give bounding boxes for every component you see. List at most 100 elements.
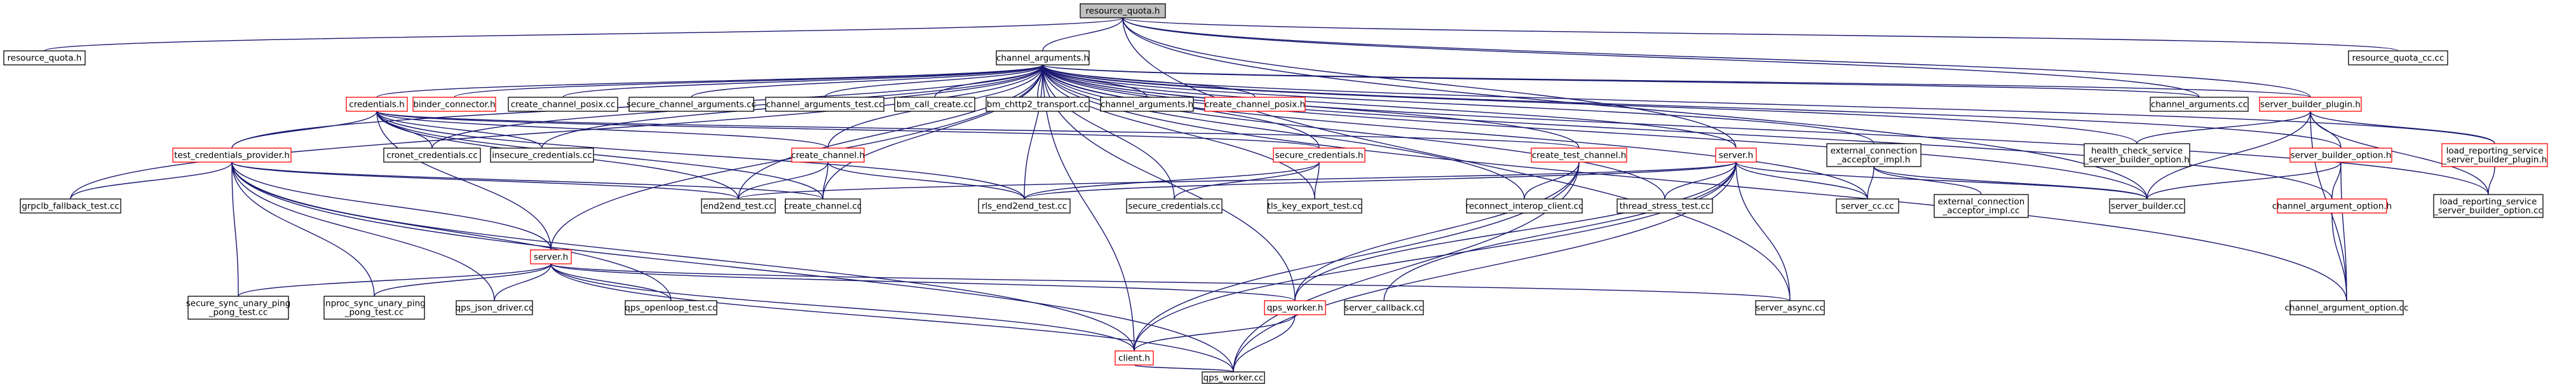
dependency-edge <box>229 156 239 297</box>
node-box <box>172 147 292 163</box>
graph-node[interactable]: external_connection_acceptor_impl.cc <box>1934 194 2029 218</box>
graph-node[interactable]: secure_sync_unary_ping_pong_test.cc <box>186 296 291 320</box>
graph-node[interactable]: binder_connector.h <box>412 97 496 112</box>
graph-node[interactable]: channel_arguments.cc <box>2150 97 2249 112</box>
dependency-edge <box>738 59 1046 200</box>
dependency-edge <box>44 12 1126 51</box>
graph-node[interactable]: end2end_test.cc <box>701 198 776 214</box>
dependency-edge <box>229 156 1135 352</box>
graph-node[interactable]: channel_arguments.h <box>996 50 1090 65</box>
graph-node[interactable]: create_test_channel.h <box>1531 147 1627 163</box>
graph-node[interactable]: channel_arguments_test.cc <box>765 97 885 112</box>
dependency-edge <box>70 156 235 200</box>
node-label: end2end_test.cc <box>703 202 773 212</box>
graph-node[interactable]: insecure_credentials.cc <box>490 147 594 163</box>
dependency-edge <box>2146 106 2314 200</box>
graph-node[interactable]: channel_arguments.h <box>1100 97 1194 112</box>
graph-node[interactable]: secure_channel_arguments.cc <box>627 97 756 112</box>
graph-node[interactable]: server_builder_plugin.h <box>2259 97 2362 112</box>
node-box <box>412 97 496 112</box>
node-label: server.h <box>1719 151 1753 161</box>
graph-node[interactable]: qps_worker.cc <box>1202 371 1265 384</box>
graph-node[interactable]: inproc_sync_unary_ping_pong_test.cc <box>323 296 426 320</box>
graph-node[interactable]: channel_argument_option.h <box>2272 198 2392 214</box>
dependency-edge <box>1024 156 1322 200</box>
dependency-edge <box>374 106 1025 200</box>
node-box <box>2289 147 2392 163</box>
graph-node[interactable]: create_channel_posix.cc <box>508 97 618 112</box>
node-label: create_channel_posix.cc <box>511 100 616 110</box>
graph-node[interactable]: channel_argument_option.cc <box>2285 300 2409 315</box>
graph-node[interactable]: resource_quota_cc.cc <box>2348 50 2448 65</box>
dependency-edge <box>1314 156 1322 200</box>
dependency-edge <box>374 106 543 149</box>
graph-node[interactable]: load_reporting_service_server_builder_pl… <box>2441 143 2548 167</box>
graph-node[interactable]: bm_call_create.cc <box>894 97 975 112</box>
graph-node[interactable]: thread_stress_test.cc <box>1617 198 1713 214</box>
dependency-edge <box>229 156 824 200</box>
graph-node[interactable]: create_channel_posix.h <box>1204 97 1306 112</box>
graph-node[interactable]: credentials.h <box>346 97 408 112</box>
graph-node[interactable]: server_callback.cc <box>1344 300 1424 315</box>
node-box <box>996 50 1090 65</box>
node-label: create_channel.h <box>791 151 865 161</box>
graph-node[interactable]: external_connection_acceptor_impl.h <box>1826 143 1922 167</box>
graph-node[interactable]: cronet_credentials.cc <box>383 147 481 163</box>
node-box <box>2441 143 2548 167</box>
graph-node[interactable]: grpclb_fallback_test.cc <box>20 198 121 214</box>
dependency-edge <box>1120 12 2311 98</box>
node-label: server_builder_plugin.h <box>2260 100 2361 110</box>
node-label: _pong_test.cc <box>344 308 404 318</box>
dependency-edge <box>1040 59 1525 200</box>
dependency-edge <box>1664 156 1739 200</box>
graph-node[interactable]: create_channel.cc <box>784 198 862 214</box>
graph-node[interactable]: rls_end2end_test.cc <box>978 198 1071 214</box>
node-box <box>1202 371 1265 384</box>
graph-node[interactable]: health_check_service_server_builder_opti… <box>2084 143 2190 167</box>
graph-node[interactable]: qps_openloop_test.cc <box>625 300 717 315</box>
dependency-edge <box>1120 12 1737 149</box>
graph-node[interactable]: reconnect_interop_client.cc <box>1465 198 1583 214</box>
graph-node[interactable]: tls_key_export_test.cc <box>1267 198 1362 214</box>
node-box <box>791 147 865 163</box>
dependency-edge <box>1120 12 2399 51</box>
graph-node[interactable]: server.h <box>1715 147 1757 163</box>
dependency-edge <box>548 258 672 301</box>
dependency-edge <box>1733 156 1791 301</box>
graph-node[interactable]: test_credentials_provider.h <box>172 147 292 163</box>
graph-node[interactable]: server_cc.cc <box>1836 198 1899 214</box>
node-box <box>2259 97 2362 112</box>
node-label: credentials.h <box>349 100 404 110</box>
dependency-edge <box>229 156 552 250</box>
node-box <box>1100 97 1194 112</box>
node-box <box>1204 97 1306 112</box>
graph-node[interactable]: bm_chttp2_transport.cc <box>986 97 1090 112</box>
node-label: create_channel_posix.h <box>1205 100 1305 110</box>
graph-node[interactable]: server.h <box>530 249 572 264</box>
dependency-edge <box>1040 59 1874 144</box>
graph-node[interactable]: server_builder.cc <box>2109 198 2185 214</box>
node-box <box>187 296 289 320</box>
graph-node[interactable]: client.h <box>1115 350 1154 366</box>
dependency-edge <box>454 59 1046 98</box>
graph-node[interactable]: server_async.cc <box>1755 300 1825 315</box>
dependency-edge <box>738 156 1739 200</box>
node-label: cronet_credentials.cc <box>386 151 478 161</box>
dependency-edge <box>1134 156 1739 352</box>
graph-node[interactable]: load_reporting_service_server_builder_op… <box>2433 194 2544 218</box>
graph-node[interactable]: secure_credentials.cc <box>1126 198 1223 214</box>
node-label: server_callback.cc <box>1345 303 1423 313</box>
graph-node[interactable]: qps_worker.h <box>1264 300 1326 315</box>
graph-node[interactable]: resource_quota.h <box>3 50 86 65</box>
node-label: external_connection <box>1938 197 2025 207</box>
graph-node[interactable]: qps_json_driver.cc <box>456 300 534 315</box>
graph-node[interactable]: create_channel.h <box>791 147 865 163</box>
node-label: qps_openloop_test.cc <box>625 303 717 313</box>
graph-node[interactable]: server_builder_option.h <box>2289 147 2392 163</box>
dependency-edge <box>2146 156 2344 200</box>
dependency-edge <box>548 258 1234 373</box>
dependency-edge <box>231 106 380 149</box>
graph-node[interactable]: secure_credentials.h <box>1273 147 1366 163</box>
node-label: load_reporting_service <box>2446 146 2544 156</box>
